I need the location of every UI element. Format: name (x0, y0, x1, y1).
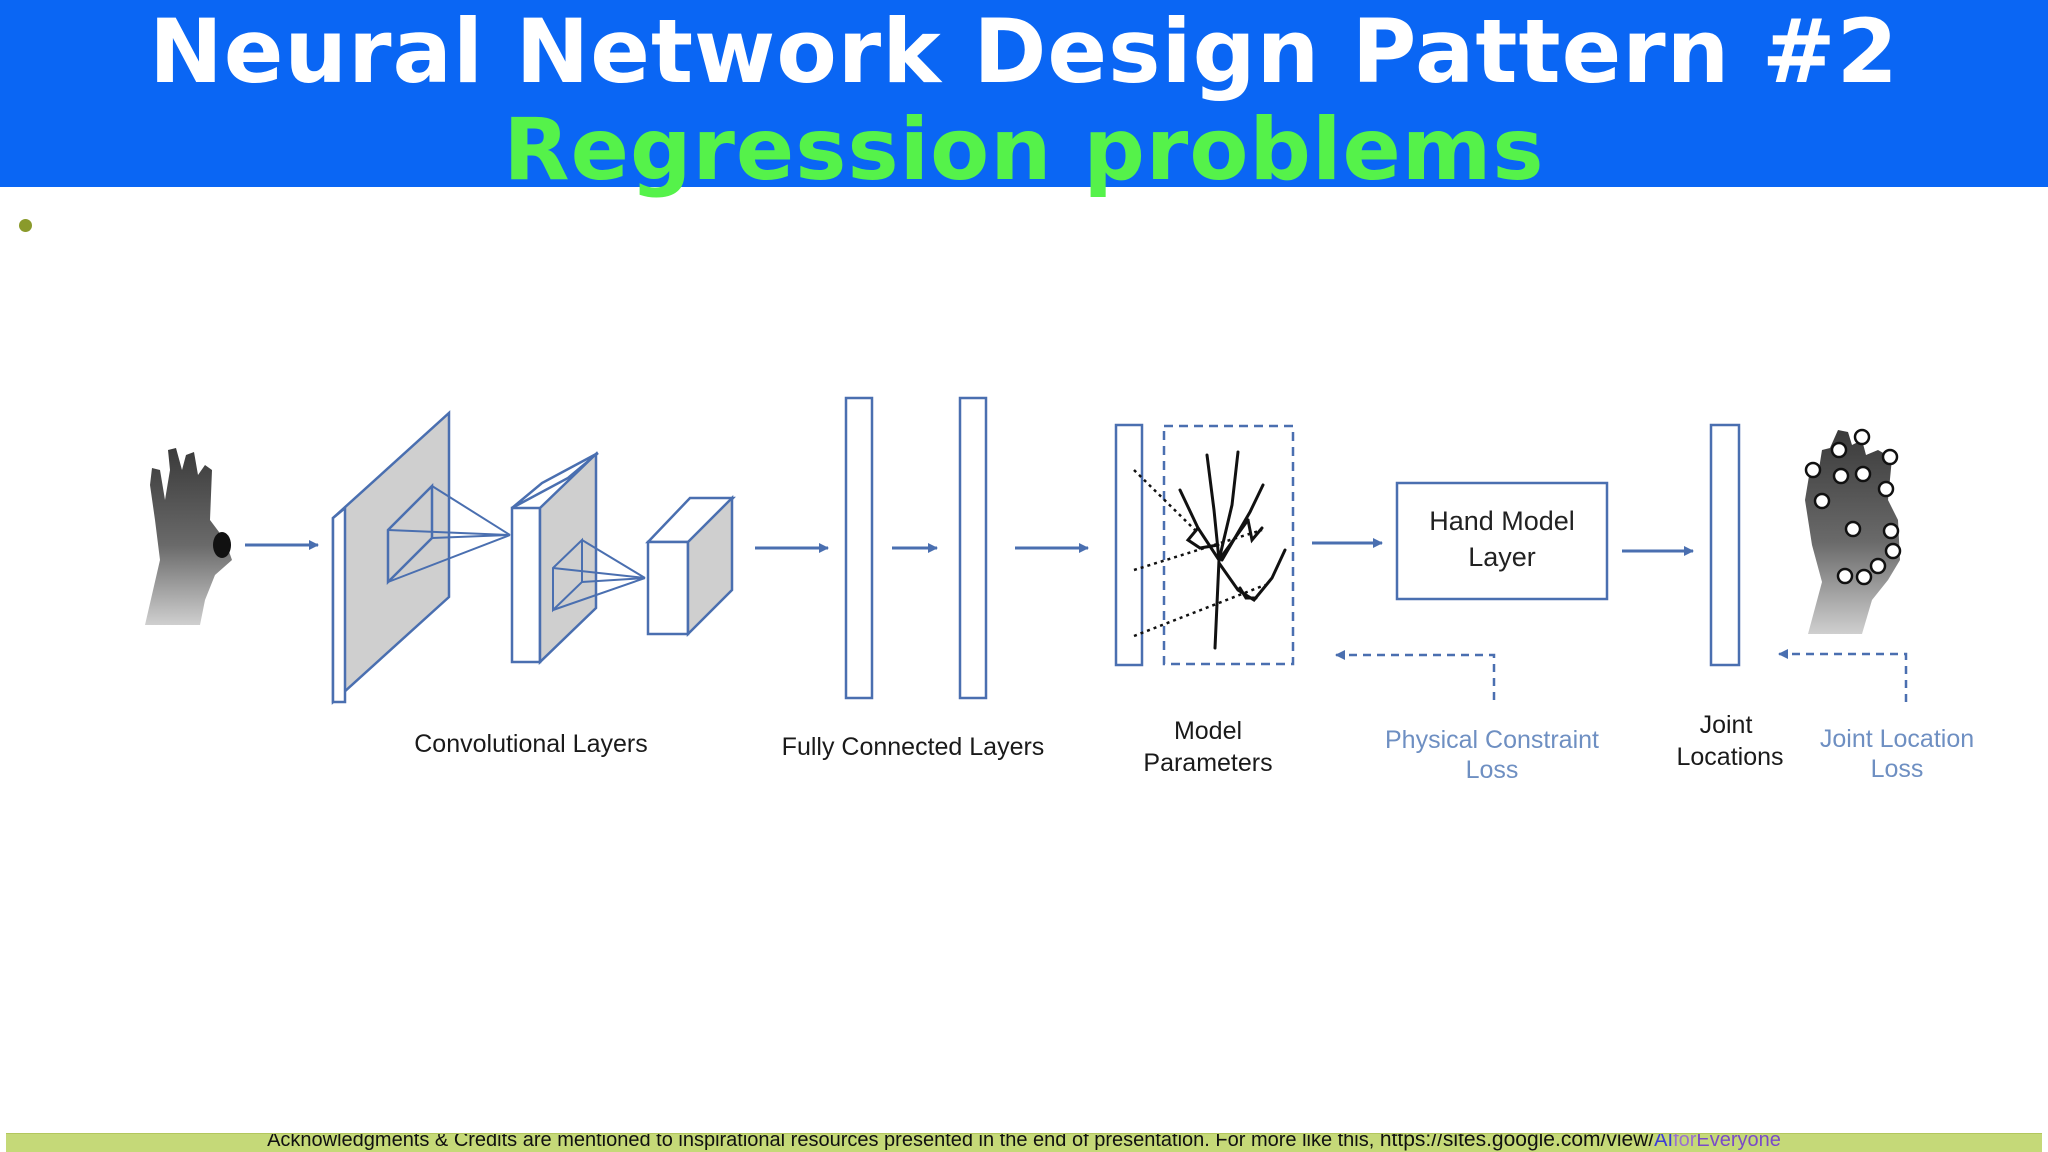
joint-location-loss-label-1: Joint Location (1820, 725, 1974, 753)
conv-layer-small (645, 494, 736, 638)
physical-constraint-arrow (1335, 650, 1496, 700)
slide-subtitle: Regression problems (503, 100, 1545, 200)
footer-credits-text: Acknowledgments & Credits are mentioned … (267, 1133, 1380, 1151)
joint-locations-layer (1709, 423, 1741, 667)
model-params-layer (1114, 423, 1144, 667)
conv-layer-medium (510, 451, 646, 665)
footer-url-part[interactable]: https://sites.google.com/view/ (1379, 1133, 1655, 1151)
hand-model-layer-box (1395, 481, 1609, 601)
bullet-point (19, 219, 32, 232)
projection-lines (1133, 469, 1266, 638)
model-params-label-1: Model (1174, 717, 1242, 745)
fc-layer-1 (844, 396, 874, 700)
hand-skeleton-icon (1178, 450, 1287, 650)
input-hand-image (145, 448, 232, 625)
physical-constraint-label-2: Loss (1466, 756, 1519, 784)
physical-constraint-label-1: Physical Constraint (1385, 726, 1599, 754)
output-hand-image (1804, 428, 1902, 634)
title-banner: Neural Network Design Pattern #2 Regress… (0, 0, 2048, 200)
joint-location-loss-arrow (1778, 649, 1908, 702)
conv-layers-label: Convolutional Layers (414, 730, 647, 758)
fc-layers-label: Fully Connected Layers (782, 733, 1045, 761)
joint-location-loss-label-2: Loss (1871, 755, 1924, 783)
footer-url-ai[interactable]: AI (1654, 1133, 1674, 1151)
footer-url-everyone[interactable]: Everyone (1696, 1133, 1781, 1151)
conv-layer-large (331, 410, 511, 705)
joint-locations-label-1: Joint (1700, 711, 1753, 739)
hand-model-label-1: Hand Model (1429, 506, 1575, 536)
fc-layer-2 (958, 396, 988, 700)
footer-bar: Acknowledgments & Credits are mentioned … (6, 1133, 2042, 1152)
model-params-label-2: Parameters (1143, 749, 1272, 777)
footer-credits: Acknowledgments & Credits are mentioned … (6, 1133, 2042, 1152)
joint-locations-label-2: Locations (1676, 743, 1783, 771)
model-params-box (1162, 424, 1295, 666)
footer-url-for[interactable]: for (1673, 1133, 1697, 1151)
slide-title: Neural Network Design Pattern #2 (149, 0, 1899, 103)
hand-model-label-2: Layer (1468, 542, 1536, 572)
